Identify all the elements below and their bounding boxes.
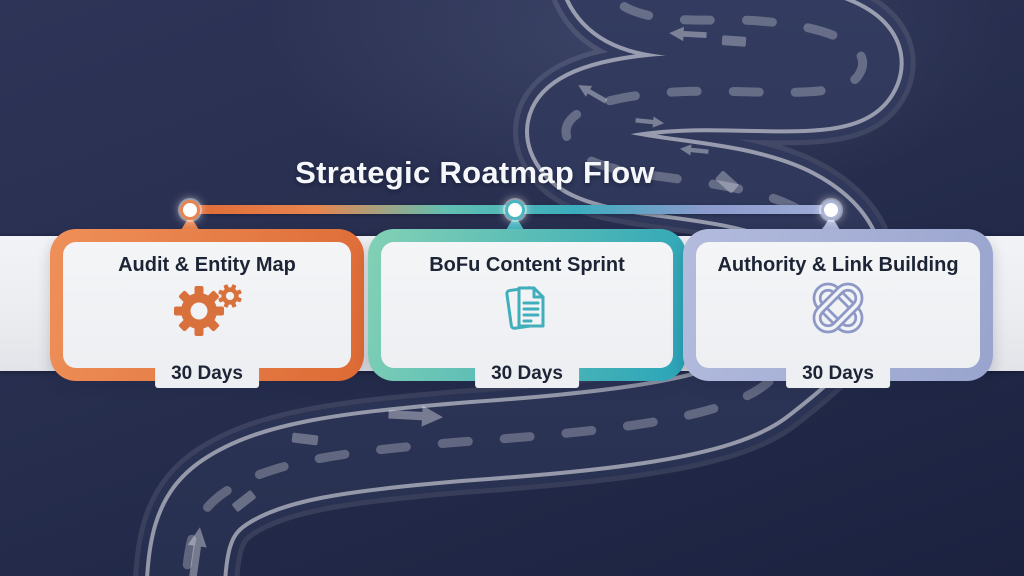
links-icon [696,280,980,336]
duration-badge: 30 Days [155,360,259,388]
card-title: BoFu Content Sprint [429,254,625,276]
timeline-node [180,200,200,220]
documents-icon [381,280,673,336]
road-lane-dashes [232,35,747,512]
card-authority-link-building: Authority & Link Building 30 Days [683,229,993,388]
gears-icon [63,280,351,336]
timeline-node [821,200,841,220]
road-path [133,0,915,576]
card-bofu-content-sprint: BoFu Content Sprint 30 Days [368,229,686,388]
card-title: Authority & Link Building [717,254,959,276]
card-title: Audit & Entity Map [118,254,296,276]
duration-badge: 30 Days [786,360,890,388]
duration-badge: 30 Days [475,360,579,388]
card-audit-entity-map: Audit & Entity Map [50,229,364,388]
timeline-node [505,200,525,220]
road-arrows [183,25,747,576]
page-title: Strategic Roatmap Flow [295,155,655,190]
